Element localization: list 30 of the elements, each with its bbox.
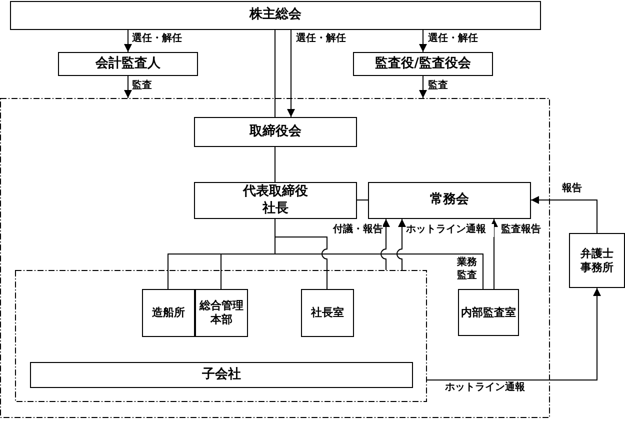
connector-line [274, 146, 276, 182]
org-box: 取締役会 [194, 117, 357, 147]
org-box: 監査役/監査役会 [353, 52, 493, 76]
arrow [124, 76, 132, 98]
edge-label: ホットライン通報 [406, 224, 494, 236]
edge-label: 付議・報告 [333, 224, 383, 236]
org-box: 弁護士事務所 [569, 233, 625, 288]
arrow [490, 218, 498, 290]
arrow [380, 218, 390, 270]
arrow [124, 30, 132, 52]
connector-line [274, 218, 484, 290]
arrow [419, 76, 427, 98]
org-box: 子会社 [30, 362, 413, 388]
org-box: 会計監査人 [58, 52, 198, 76]
org-box: 造船所 [142, 289, 195, 337]
org-box: 内部監査室 [458, 289, 519, 336]
org-box: 代表取締役 社長 [194, 182, 357, 219]
company-boundary [0, 98, 550, 418]
arrow [396, 218, 406, 270]
org-box: 株主総会 [10, 1, 541, 30]
arrow [287, 30, 295, 118]
org-box: 総合管理本部 [195, 289, 248, 337]
arrow [426, 288, 601, 380]
connector-line [274, 30, 276, 118]
org-box: 常務会 [368, 182, 531, 219]
arrow [419, 30, 427, 52]
edge-label: 業務監査 [457, 257, 479, 282]
org-box: 社長室 [301, 289, 354, 337]
group-boundary [15, 270, 427, 402]
arrow [530, 196, 598, 234]
